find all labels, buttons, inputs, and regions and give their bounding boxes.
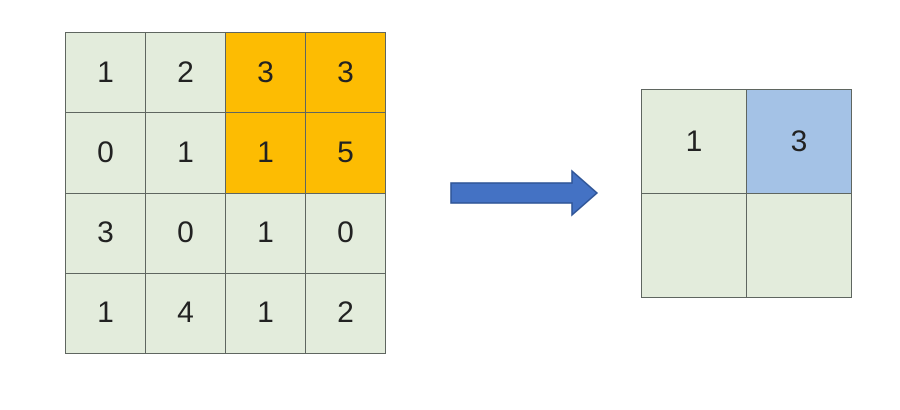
input-cell-r3-c1: 3 — [66, 193, 146, 274]
output-cell-r1-c2: 3 — [747, 90, 852, 194]
input-cell-r1-c3: 3 — [226, 33, 306, 114]
input-cell-r2-c3: 1 — [226, 113, 306, 194]
arrow-shape — [450, 169, 599, 217]
input-cell-r4-c1: 1 — [66, 273, 146, 354]
input-cell-r4-c3: 1 — [226, 273, 306, 354]
right-arrow-icon — [450, 169, 599, 217]
input-cell-r2-c2: 1 — [146, 113, 226, 194]
input-cell-r2-c4: 5 — [306, 113, 386, 194]
input-cell-r3-c4: 0 — [306, 193, 386, 274]
input-cell-r4-c2: 4 — [146, 273, 226, 354]
output-cell-r2-c1 — [642, 194, 747, 298]
output-cell-r1-c1: 1 — [642, 90, 747, 194]
input-cell-r4-c4: 2 — [306, 273, 386, 354]
input-cell-r3-c3: 1 — [226, 193, 306, 274]
input-cell-r3-c2: 0 — [146, 193, 226, 274]
input-cell-r1-c2: 2 — [146, 33, 226, 114]
output-cell-r2-c2 — [747, 194, 852, 298]
input-cell-r2-c1: 0 — [66, 113, 146, 194]
input-cell-r1-c1: 1 — [66, 33, 146, 114]
input-cell-r1-c4: 3 — [306, 33, 386, 114]
